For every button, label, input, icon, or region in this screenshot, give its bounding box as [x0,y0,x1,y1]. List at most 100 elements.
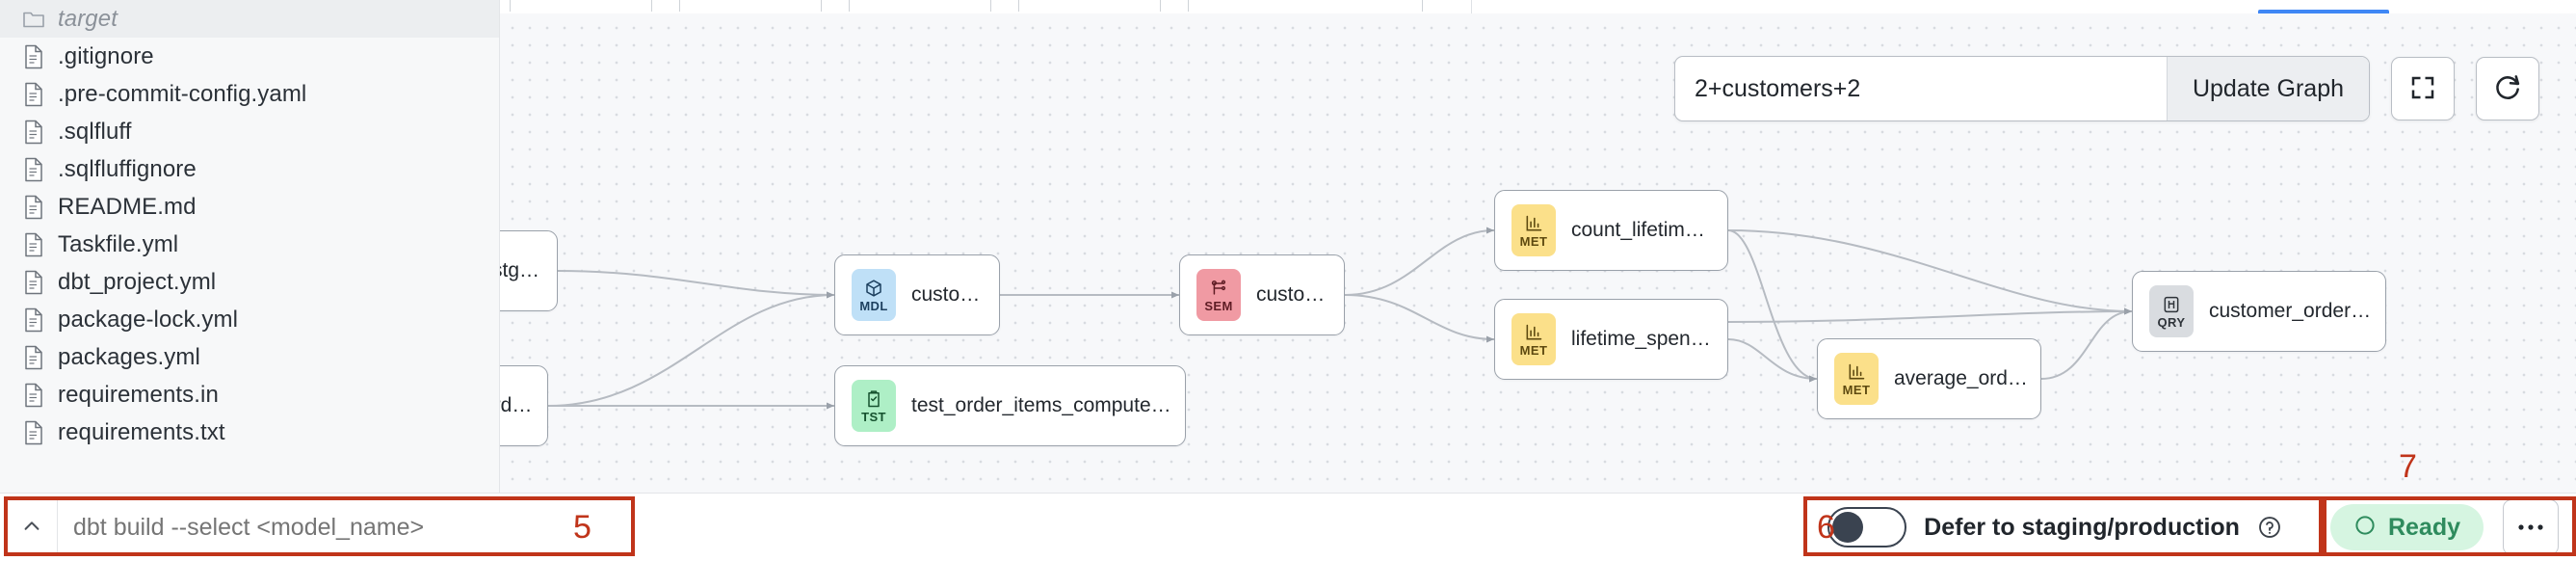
file-tree-file[interactable]: .gitignore [0,38,499,75]
editor-tab-stub[interactable] [849,0,991,12]
lineage-node-label: customers [1256,283,1344,306]
file-tree-label: dbt_project.yml [58,268,217,295]
file-tree-label: .pre-commit-config.yaml [58,80,307,107]
lineage-node[interactable]: MET count_lifetime_orders [1494,190,1728,271]
editor-tab-stub[interactable] [679,0,822,12]
editor-tab-strip [500,0,2576,14]
node-type-badge-met: MET [1834,353,1879,405]
file-icon [21,195,46,220]
lineage-node[interactable]: MDL customers [834,254,1000,335]
tab-strip-divider [1471,0,1472,13]
lineage-node[interactable]: MDLstg_customers [500,230,558,311]
file-tree-file[interactable]: dbt_project.yml [0,263,499,301]
file-tree-label: requirements.in [58,381,219,408]
file-tree-file[interactable]: Taskfile.yml [0,226,499,263]
file-tree-label: packages.yml [58,343,200,370]
chevron-up-icon [21,516,42,540]
file-explorer-panel: target .gitignore .pre-commit-config.yaml.… [0,0,500,506]
lineage-node[interactable]: MDLorders [500,365,548,446]
file-tree-label: target [58,5,118,32]
file-icon [21,120,46,145]
file-tree-file[interactable]: requirements.txt [0,414,499,451]
bottom-bar-right: Defer to staging/production Ready [1827,499,2576,555]
command-bar [6,499,615,555]
lineage-node-label: stg_customers [500,259,557,281]
file-icon [21,307,46,333]
lineage-node-label: customer_order_metrics [2209,300,2385,322]
file-tree-label: .gitignore [58,42,154,69]
file-tree-label: README.md [58,193,197,220]
graph-selector-group: Update Graph [1673,56,2370,121]
file-tree-label: .sqlfluff [58,118,132,145]
met-icon [1524,214,1543,233]
file-tree-file[interactable]: .sqlfluffignore [0,150,499,188]
tst-icon [864,389,883,409]
expand-console-button[interactable] [6,499,58,555]
lineage-node[interactable]: SEM customers [1179,254,1345,335]
file-icon [21,383,46,408]
met-icon [1847,362,1866,382]
mdl-icon [864,279,883,298]
file-icon [21,232,46,257]
node-type-badge-label: QRY [2157,314,2186,330]
defer-toggle[interactable] [1827,507,1907,548]
file-tree-label: package-lock.yml [58,306,239,333]
file-icon [21,82,46,107]
file-tree-file[interactable]: README.md [0,188,499,226]
lineage-node-label: count_lifetime_orders [1571,219,1727,241]
file-tree-label: requirements.txt [58,418,225,445]
status-circle-icon [2353,514,2377,542]
lineage-node-label: average_order_value [1894,367,2040,389]
node-type-badge-met: MET [1511,204,1556,256]
file-icon [21,270,46,295]
status-badge[interactable]: Ready [2329,504,2484,550]
graph-selector-input[interactable] [1674,57,2167,120]
file-icon [21,157,46,182]
defer-label: Defer to staging/production [1924,513,2240,541]
file-tree-file[interactable]: .pre-commit-config.yaml [0,75,499,113]
refresh-graph-button[interactable] [2476,57,2539,120]
update-graph-button[interactable]: Update Graph [2166,57,2369,120]
file-tree-file[interactable]: package-lock.yml [0,301,499,338]
lineage-node[interactable]: MET average_order_value [1817,338,2041,419]
fullscreen-button[interactable] [2391,57,2455,120]
node-type-badge-met: MET [1511,313,1556,365]
expand-icon [2408,73,2437,105]
lineage-node[interactable]: QRY customer_order_metrics [2132,271,2386,352]
file-tree-file[interactable]: requirements.in [0,376,499,414]
dbt-command-input[interactable] [71,512,615,543]
file-tree-file[interactable]: .sqlfluff [0,113,499,150]
file-icon [21,345,46,370]
refresh-icon [2492,72,2523,106]
node-type-badge-label: MET [1842,382,1871,397]
node-type-badge-label: TST [861,409,886,424]
status-badge-label: Ready [2387,513,2460,541]
bottom-status-bar: Defer to staging/production Ready [0,493,2576,561]
lineage-node-label: test_order_items_compute_to_bools… [911,394,1185,416]
help-circle-icon[interactable] [2257,515,2282,540]
node-type-badge-tst: TST [852,380,896,432]
node-type-badge-sem: SEM [1196,269,1241,321]
editor-tab-stub[interactable] [1018,0,1161,12]
lineage-node[interactable]: TST test_order_items_compute_to_bools… [834,365,1186,446]
lineage-node-label: customers [911,283,999,306]
met-icon [1524,323,1543,342]
node-type-badge-label: MET [1519,342,1548,358]
file-tree-label: .sqlfluffignore [58,155,197,182]
lineage-node-label: orders [500,394,540,416]
ellipsis-icon [2516,521,2545,535]
folder-icon [21,7,46,32]
file-tree-file[interactable]: packages.yml [0,338,499,376]
node-type-badge-mdl: MDL [852,269,896,321]
editor-tab-stub[interactable] [1188,0,1423,12]
more-options-button[interactable] [2503,499,2559,555]
file-tree-folder[interactable]: target [0,0,499,38]
node-type-badge-qry: QRY [2149,285,2194,337]
file-icon [21,420,46,445]
toggle-knob [1832,512,1864,543]
defer-control-group: Defer to staging/production [1827,507,2305,548]
active-tab-underline [2258,10,2389,13]
editor-tab-stub[interactable] [510,0,652,12]
